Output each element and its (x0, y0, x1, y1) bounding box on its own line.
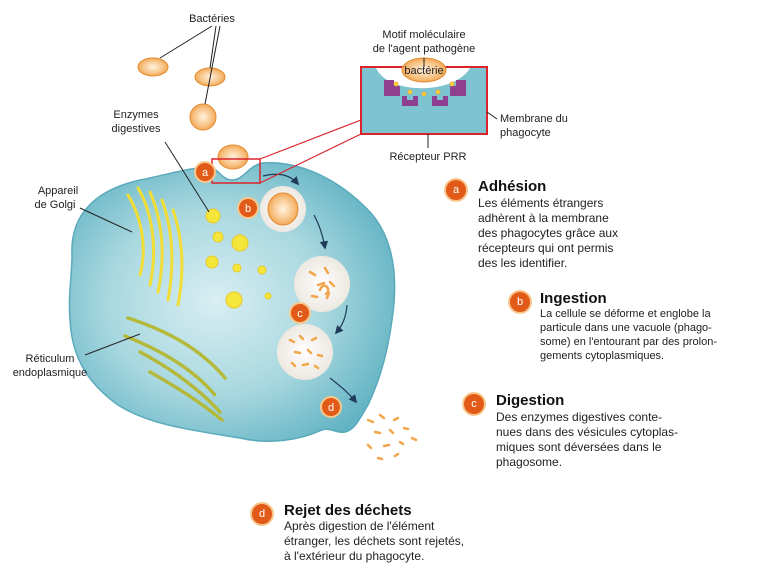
label-golgi-2: de Golgi (35, 199, 76, 211)
step-ingestion: b Ingestion La cellule se déforme et eng… (508, 290, 770, 370)
expelled-waste (368, 415, 416, 459)
diagram-badge-b: b (238, 198, 258, 218)
step-badge-d: d (250, 502, 274, 526)
label-reticulum-2: endoplasmique (13, 367, 88, 379)
step-title-rejet: Rejet des déchets (284, 502, 412, 519)
zoom-line-top (260, 120, 361, 159)
svg-text:b: b (245, 203, 251, 215)
diagram-badge-c: c (290, 303, 310, 323)
label-enzymes-1: Enzymes (113, 109, 159, 121)
label-golgi-1: Appareil (38, 185, 78, 197)
step-text-ingestion: La cellule se déforme et englobe la part… (540, 307, 772, 363)
step-badge-c: c (462, 392, 486, 416)
phagosome-c-lower (277, 324, 333, 380)
step-title-ingestion: Ingestion (540, 290, 607, 307)
step-text-digestion: Des enzymes digestives conte- nues dans … (496, 410, 722, 470)
label-bacteries: Bactéries (189, 13, 235, 25)
step-text-adhesion: Les éléments étrangers adhèrent à la mem… (478, 196, 688, 271)
label-recepteur: Récepteur PRR (389, 151, 466, 163)
diagram-badge-a: a (195, 162, 215, 182)
label-membrane-2: phagocyte (500, 127, 551, 139)
label-reticulum-1: Réticulum (26, 353, 75, 365)
bacterium-ingested (268, 193, 298, 225)
svg-text:d: d (328, 402, 334, 414)
step-text-rejet: Après digestion de l'élément étranger, l… (284, 519, 520, 564)
label-enzymes-2: digestives (112, 123, 161, 135)
step-rejet: d Rejet des déchets Après digestion de l… (250, 502, 520, 565)
label-membrane-1: Membrane du (500, 113, 568, 125)
bacterium-adhering (218, 145, 248, 169)
step-digestion: c Digestion Des enzymes digestives conte… (462, 392, 722, 477)
svg-text:c: c (297, 308, 303, 320)
step-title-digestion: Digestion (496, 392, 564, 409)
diagram-badge-d: d (321, 397, 341, 417)
step-title-adhesion: Adhésion (478, 178, 546, 195)
label-motif-2: de l'agent pathogène (373, 43, 475, 55)
step-badge-b: b (508, 290, 532, 314)
receptor-inset: bactérie (361, 58, 487, 134)
step-adhesion: a Adhésion Les éléments étrangers adhère… (444, 178, 684, 273)
svg-text:a: a (202, 167, 209, 179)
step-badge-a: a (444, 178, 468, 202)
label-motif-1: Motif moléculaire (382, 29, 465, 41)
